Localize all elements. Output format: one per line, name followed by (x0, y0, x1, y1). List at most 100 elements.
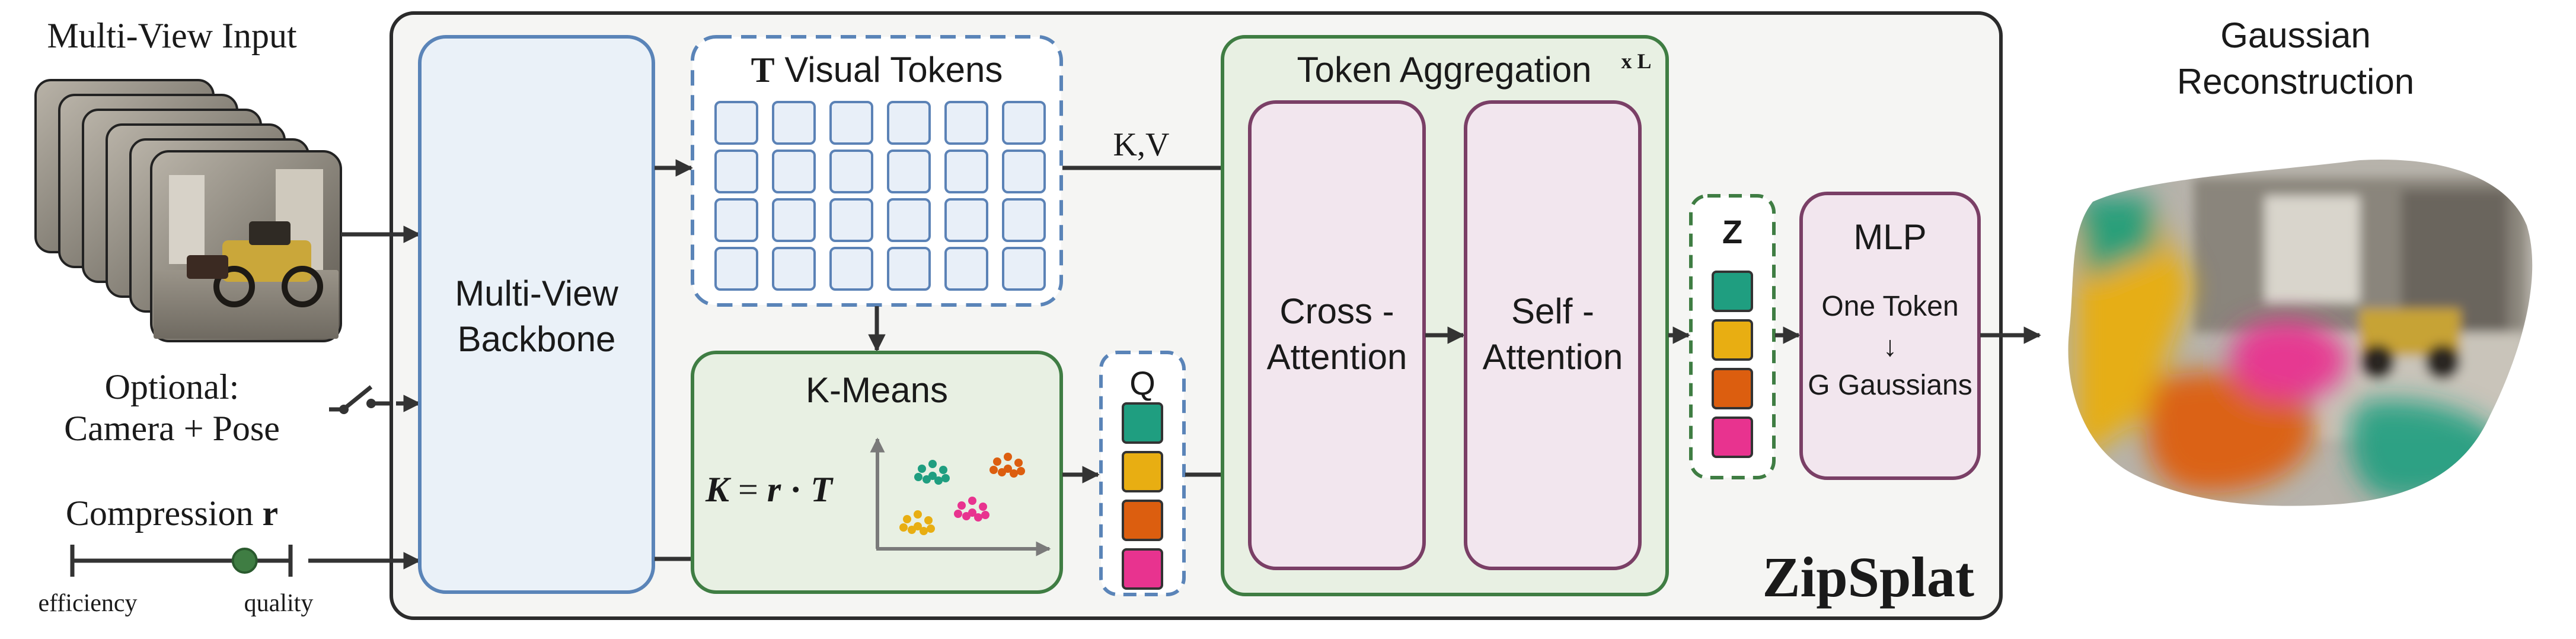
mlp-arrow: ↓ (1883, 331, 1897, 363)
zipsplat-brand: ZipSplat (1762, 545, 1974, 609)
token-grid (714, 101, 1046, 291)
cluster-point (914, 522, 922, 530)
q-label: Q (1129, 364, 1155, 402)
backbone-label-line2: Backbone (458, 319, 616, 359)
visual-token (1002, 150, 1046, 193)
kv-label: K,V (1113, 126, 1170, 163)
aggregation-repeat-label: x L (1621, 49, 1651, 73)
visual-token (772, 247, 816, 291)
cluster-point (1004, 453, 1012, 461)
query-token (1712, 417, 1753, 458)
optional-label-line1: Optional: (105, 367, 240, 406)
visual-token (772, 198, 816, 242)
cluster-point (924, 516, 933, 524)
multi-view-image-stack (34, 79, 342, 342)
backbone-label-line1: Multi-View (455, 274, 618, 313)
cluster-point (957, 501, 966, 510)
mlp-line1: One Token (1821, 291, 1958, 322)
mlp-line2: G Gaussians (1808, 370, 1972, 401)
z-label: Z (1722, 213, 1742, 250)
slider-high-label: quality (244, 590, 314, 617)
visual-token (944, 101, 988, 145)
svg-text:Compression r: Compression r (66, 494, 278, 533)
cluster-point (920, 527, 928, 535)
output-title-line2: Reconstruction (2177, 62, 2414, 101)
query-token (1712, 271, 1753, 312)
visual-token (829, 247, 873, 291)
visual-token (772, 150, 816, 193)
visual-token (1002, 247, 1046, 291)
cluster-point (939, 466, 947, 474)
cluster-point (981, 511, 989, 519)
cluster-point (914, 510, 922, 519)
cluster-point (918, 465, 926, 473)
self-attention-line1: Self - (1511, 291, 1594, 331)
visual-token (887, 101, 931, 145)
visual-token (714, 247, 758, 291)
query-token (1122, 548, 1163, 590)
visual-token (944, 150, 988, 193)
cross-attention-line1: Cross - (1279, 291, 1394, 331)
kmeans-formula: K = r · T (705, 470, 834, 509)
token-aggregation-title: Token Aggregation (1297, 50, 1591, 90)
visual-token (829, 150, 873, 193)
visual-token (887, 150, 931, 193)
mlp-block (1799, 192, 1981, 480)
visual-token (887, 247, 931, 291)
cluster-point (903, 515, 911, 523)
cluster-point (993, 457, 1001, 466)
query-token (1712, 368, 1753, 409)
query-token (1122, 402, 1163, 444)
query-token (1122, 451, 1163, 492)
visual-token (887, 198, 931, 242)
cluster-point (954, 510, 962, 518)
cluster-point (934, 476, 943, 485)
cross-attention-block (1248, 100, 1426, 570)
visual-token (714, 198, 758, 242)
visual-token (944, 247, 988, 291)
cluster-point (941, 474, 950, 482)
visual-token (944, 198, 988, 242)
slider-knob[interactable] (231, 548, 258, 574)
cluster-point (899, 523, 908, 532)
cluster-point (927, 524, 935, 533)
cluster-point (928, 460, 937, 468)
input-title: Multi-View Input (47, 16, 297, 55)
visual-token (829, 101, 873, 145)
vintage-car-icon (187, 221, 323, 307)
compression-label: Compression r (66, 494, 278, 533)
cluster-point (989, 466, 998, 474)
visual-token (1002, 198, 1046, 242)
visual-tokens-label: T Visual Tokens (751, 50, 1003, 90)
self-attention-block (1464, 100, 1642, 570)
compression-slider[interactable] (70, 545, 293, 577)
camera-pose-switch-icon (329, 385, 396, 414)
cluster-point (914, 473, 922, 481)
cluster-plot (870, 437, 1051, 557)
visual-token (714, 101, 758, 145)
cluster-point (968, 497, 976, 505)
cluster-point (968, 508, 976, 517)
cross-attention-line2: Attention (1267, 337, 1407, 377)
output-title-line1: Gaussian (2220, 15, 2370, 55)
front-view-photo (150, 150, 342, 342)
gaussian-reconstruction-image (2068, 159, 2533, 506)
backbone-block (418, 35, 655, 594)
query-token (1122, 500, 1163, 541)
self-attention-line2: Attention (1483, 337, 1623, 377)
query-token (1712, 319, 1753, 361)
cluster-point (979, 503, 987, 511)
cluster-point (1004, 465, 1012, 473)
optional-label-line2: Camera + Pose (64, 409, 280, 448)
cluster-point (928, 472, 937, 480)
q-tokens (1122, 402, 1163, 590)
slider-low-label: efficiency (38, 590, 137, 617)
cluster-point (1010, 469, 1018, 478)
visual-token (772, 101, 816, 145)
cluster-point (974, 513, 982, 522)
cluster-point (1017, 467, 1025, 475)
visual-token (829, 198, 873, 242)
z-tokens (1712, 271, 1753, 458)
cluster-point (1014, 459, 1023, 467)
